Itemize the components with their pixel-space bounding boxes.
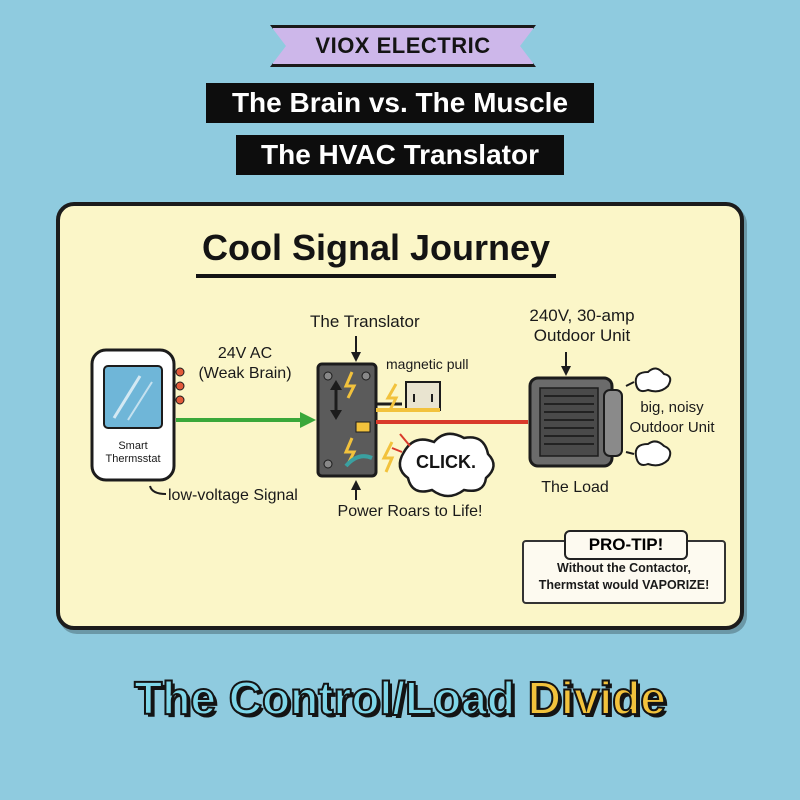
contactor-icon — [316, 362, 402, 478]
voltage-label-line2: (Weak Brain) — [198, 365, 292, 382]
noise-label: big, noisy Outdoor Unit — [616, 398, 728, 438]
rating-label-line2: Outdoor Unit — [533, 326, 631, 345]
magnetic-pull-label: magnetic pull — [386, 356, 469, 372]
brand-banner: VIOX ELECTRIC — [270, 25, 536, 67]
noise-puff-icon — [625, 367, 672, 467]
protip-box: PRO-TIP! Without the Contactor, Thermsta… — [522, 530, 726, 604]
signal-arrow-icon — [300, 412, 316, 428]
signal-label: low-voltage Signal — [168, 487, 298, 504]
title-line-2: The HVAC Translator — [236, 135, 564, 175]
protip-heading: PRO-TIP! — [564, 530, 688, 560]
translator-label: The Translator — [310, 312, 420, 331]
thermostat-label: Smart Thermsstat — [96, 440, 170, 466]
brand-name: VIOX ELECTRIC — [315, 33, 491, 58]
footer-title-part1: The Control/Load — [133, 671, 516, 725]
thermostat-label-line1: Smart — [118, 440, 148, 452]
click-burst-icon — [381, 432, 495, 498]
protip-body: Without the Contactor, Thermstat would V… — [524, 560, 724, 594]
title-line-1: The Brain vs. The Muscle — [206, 83, 594, 123]
outdoor-unit-icon — [528, 376, 623, 468]
voltage-label: 24V AC (Weak Brain) — [190, 344, 300, 384]
noise-label-line1: big, noisy — [640, 399, 704, 416]
footer-title-part2: Divide — [527, 671, 667, 725]
protip-line2: Thermstat would VAPORIZE! — [538, 578, 710, 592]
load-label: The Load — [541, 479, 609, 496]
voltage-label-line1: 24V AC — [217, 345, 273, 362]
protip-line1: Without the Contactor, — [557, 561, 691, 575]
panel-title: Cool Signal Journey — [196, 222, 556, 278]
power-label: Power Roars to Life! — [337, 503, 483, 520]
noise-label-line2: Outdoor Unit — [629, 419, 715, 436]
magnet-coil-icon — [376, 381, 441, 412]
rating-label: 240V, 30-amp Outdoor Unit — [512, 306, 652, 346]
footer-title: The Control/Load Divide — [100, 668, 700, 728]
thermostat-label-line2: Thermsstat — [105, 453, 161, 465]
thermostat-icon — [90, 348, 185, 482]
rating-label-line1: 240V, 30-amp — [529, 306, 635, 325]
click-label: CLICK. — [416, 452, 476, 472]
